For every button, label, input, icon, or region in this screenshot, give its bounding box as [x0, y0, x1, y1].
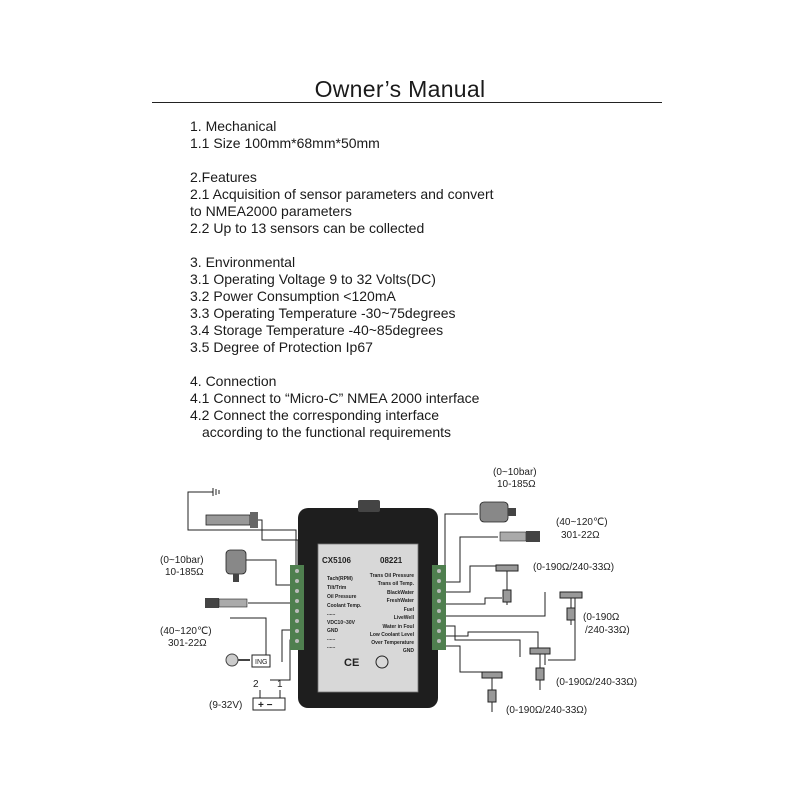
ignition-switch	[251, 654, 271, 668]
temperature-sensor-icon	[205, 598, 248, 608]
section-mechanical: 1. Mechanical 1.1 Size 100mm*68mm*50mm	[190, 118, 380, 152]
ground-icon	[212, 488, 220, 496]
spec-line: 2.2 Up to 13 sensors can be collected	[190, 220, 425, 236]
right-pressure-range: (0~10bar)	[493, 467, 537, 478]
spec-line: 3.2 Power Consumption <120mA	[190, 288, 396, 304]
left-terminal-block	[290, 565, 304, 650]
model-number: CX5106	[322, 556, 351, 565]
right-channel: Over Temperature	[371, 640, 414, 646]
left-channel: GND	[327, 628, 339, 634]
left-pressure-ohm: 10-185Ω	[165, 567, 204, 578]
left-channel: Oil Pressure	[327, 594, 357, 600]
spec-line: to NMEA2000 parameters	[190, 203, 352, 219]
page-title: Owner’s Manual	[314, 76, 486, 102]
spec-line: 4.1 Connect to “Micro-C” NMEA 2000 inter…	[190, 390, 480, 406]
module-label-plate	[317, 543, 419, 693]
left-channel: Coolant Temp.	[327, 603, 362, 609]
left-channel: ......	[327, 644, 336, 650]
right-channel: FreshWater	[387, 598, 414, 604]
right-channel: Water in Foul	[383, 624, 415, 630]
left-channel: Tilt/Trim	[327, 585, 347, 591]
section-environmental: 3. Environmental 3.1 Operating Voltage 9…	[190, 254, 456, 356]
ignition-label: ING	[255, 659, 267, 666]
section-heading: 2.Features	[190, 169, 257, 185]
left-pressure-range: (0~10bar)	[160, 555, 204, 566]
left-channel: Tach(RPM)	[327, 576, 353, 582]
ce-mark: CE	[344, 657, 359, 669]
section-connection: 4. Connection 4.1 Connect to “Micro-C” N…	[190, 373, 479, 441]
level-sender-range: (0-190Ω/240-33Ω)	[506, 705, 587, 716]
pressure-sensor-icon	[479, 501, 516, 523]
supply-voltage-label: (9-32V)	[209, 700, 242, 711]
spec-line: 2.1 Acquisition of sensor parameters and…	[190, 186, 494, 202]
section-heading: 4. Connection	[190, 373, 277, 389]
spec-line: 4.2 Connect the corresponding interface	[190, 407, 440, 423]
right-temp-ohm: 301-22Ω	[561, 530, 600, 541]
serial-number: 08221	[380, 556, 403, 565]
right-channel: Trans Oil Pressure	[370, 573, 414, 579]
micro-c-connector	[358, 500, 380, 512]
left-temp-ohm: 301-22Ω	[168, 638, 207, 649]
right-channel: GND	[403, 648, 415, 654]
level-sender-icon	[559, 591, 583, 625]
left-channel: ......	[327, 636, 336, 642]
wire-1-label: 1	[277, 679, 283, 690]
level-sender-range-b: /240-33Ω)	[585, 625, 630, 636]
wire-2-label: 2	[253, 679, 259, 690]
level-sender-range-a: (0-190Ω	[583, 612, 620, 623]
pressure-sensor-icon	[225, 549, 247, 582]
right-channel: BlackWater	[387, 590, 414, 596]
battery-terminals: + −	[258, 700, 273, 711]
level-sender-icon	[481, 671, 503, 712]
left-temp-range: (40~120℃)	[160, 626, 212, 637]
right-pressure-ohm: 10-185Ω	[497, 479, 536, 490]
level-sender-range: (0-190Ω/240-33Ω)	[556, 677, 637, 688]
spec-line: 1.1 Size 100mm*68mm*50mm	[190, 135, 380, 151]
section-heading: 1. Mechanical	[190, 118, 277, 134]
speed-sensor-icon	[205, 512, 258, 528]
spec-line: 3.5 Degree of Protection Ip67	[190, 339, 373, 355]
level-sender-icon	[529, 647, 551, 690]
key-icon	[225, 653, 250, 667]
spec-line: according to the functional requirements	[202, 424, 452, 440]
right-channel: LiveWell	[394, 615, 415, 621]
left-channel: ......	[327, 611, 336, 617]
temperature-sensor-icon	[499, 531, 540, 542]
spec-line: 3.4 Storage Temperature -40~85degrees	[190, 322, 444, 338]
spec-line: 3.1 Operating Voltage 9 to 32 Volts(DC)	[190, 271, 436, 287]
right-terminal-block	[432, 565, 446, 650]
section-heading: 3. Environmental	[190, 254, 296, 270]
right-channel: Low Coolant Level	[370, 632, 415, 638]
level-sender-range: (0-190Ω/240-33Ω)	[533, 562, 614, 573]
right-channel: Fuel	[404, 607, 415, 613]
battery-icon	[252, 697, 286, 711]
right-channel: Trans oil Temp.	[378, 581, 415, 587]
recycle-icon	[375, 655, 389, 669]
level-sender-icon	[495, 564, 519, 605]
right-temp-range: (40~120℃)	[556, 517, 608, 528]
title-rule	[152, 102, 662, 103]
left-channel: VDC10~30V	[327, 620, 356, 626]
spec-line: 3.3 Operating Temperature -30~75degrees	[190, 305, 456, 321]
section-features: 2.Features 2.1 Acquisition of sensor par…	[190, 169, 494, 237]
